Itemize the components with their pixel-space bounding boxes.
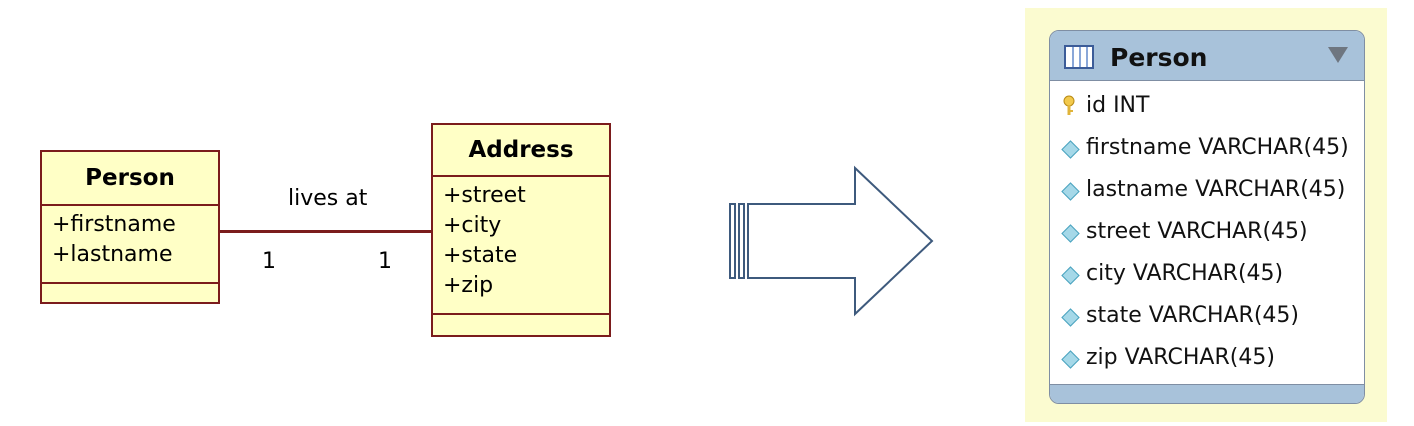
class-name: Person <box>42 152 218 206</box>
transform-arrow-icon <box>729 165 934 317</box>
diamond-icon <box>1061 140 1080 159</box>
column-row: street VARCHAR(45) <box>1050 211 1364 253</box>
key-icon <box>1063 95 1075 115</box>
association-line <box>220 230 431 233</box>
column-row: id INT <box>1050 85 1364 127</box>
attribute: +firstname <box>52 212 176 237</box>
column-text: zip VARCHAR(45) <box>1086 345 1275 370</box>
diamond-icon <box>1061 266 1080 285</box>
attribute: +zip <box>443 273 494 298</box>
er-diagram-panel: Person id INT firstname VARCHAR(45) last… <box>1025 8 1387 422</box>
attribute-compartment: +firstname +lastname <box>42 206 218 284</box>
diamond-icon <box>1061 224 1080 243</box>
column-row: firstname VARCHAR(45) <box>1050 127 1364 169</box>
class-name: Address <box>433 125 609 177</box>
column-row: zip VARCHAR(45) <box>1050 337 1364 379</box>
attribute: +state <box>443 243 518 268</box>
diamond-icon <box>1061 350 1080 369</box>
diamond-icon <box>1061 182 1080 201</box>
attribute-compartment: +street +city +state +zip <box>433 177 609 315</box>
er-table-footer <box>1050 384 1364 403</box>
attribute: +lastname <box>52 242 173 267</box>
er-table-person[interactable]: Person id INT firstname VARCHAR(45) last… <box>1049 30 1365 404</box>
column-text: state VARCHAR(45) <box>1086 303 1300 328</box>
column-row: lastname VARCHAR(45) <box>1050 169 1364 211</box>
column-text: id INT <box>1086 93 1150 118</box>
attribute: +street <box>443 183 526 208</box>
multiplicity-right: 1 <box>378 249 392 274</box>
column-text: firstname VARCHAR(45) <box>1086 135 1349 160</box>
multiplicity-left: 1 <box>262 249 276 274</box>
column-row: state VARCHAR(45) <box>1050 295 1364 337</box>
uml-class-address: Address +street +city +state +zip <box>431 123 611 337</box>
attribute: +city <box>443 213 502 238</box>
diamond-icon <box>1061 308 1080 327</box>
column-row: city VARCHAR(45) <box>1050 253 1364 295</box>
column-text: lastname VARCHAR(45) <box>1086 177 1346 202</box>
collapse-triangle-icon[interactable] <box>1328 47 1348 63</box>
er-table-header: Person <box>1050 31 1364 81</box>
association-label: lives at <box>288 186 368 211</box>
uml-class-person: Person +firstname +lastname <box>40 150 220 304</box>
column-text: city VARCHAR(45) <box>1086 261 1284 286</box>
column-list: id INT firstname VARCHAR(45) lastname VA… <box>1050 81 1364 379</box>
table-icon <box>1064 45 1094 69</box>
er-table-title: Person <box>1110 43 1208 72</box>
column-text: street VARCHAR(45) <box>1086 219 1308 244</box>
